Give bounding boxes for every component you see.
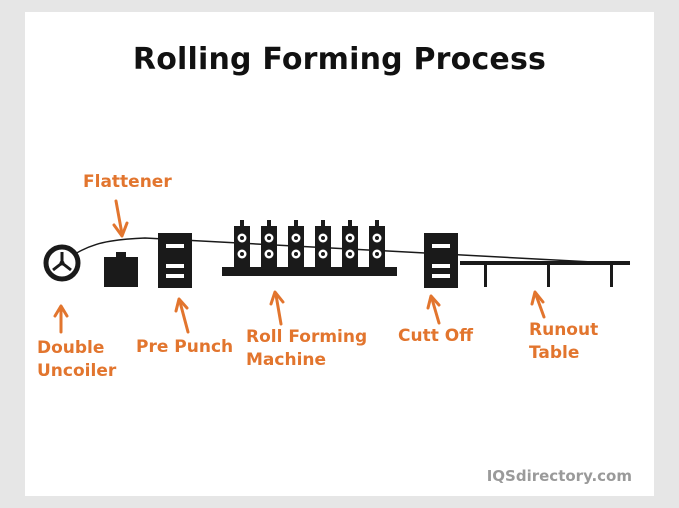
- label-runout-table-line1: Runout: [529, 320, 599, 340]
- label-pre-punch: Pre Punch: [136, 337, 234, 357]
- cutt-off-machine: [424, 233, 458, 288]
- roll-stands: [234, 220, 385, 268]
- label-flattener: Flattener: [83, 172, 172, 192]
- roll-stand-3: [288, 220, 304, 268]
- runout-table: [460, 261, 630, 287]
- roll-stand-2: [261, 220, 277, 268]
- label-runout-table-line2: Table: [529, 343, 580, 363]
- diagram-panel: Rolling Forming Process: [25, 12, 654, 496]
- flattener-machine: [104, 252, 138, 287]
- arrow-pointer-icon: [53, 199, 546, 334]
- label-double-uncoiler: Double Uncoiler: [37, 337, 116, 383]
- roll-stand-6: [369, 220, 385, 268]
- watermark: IQSdirectory.com: [486, 467, 632, 485]
- label-cutt-off: Cutt Off: [398, 326, 473, 346]
- label-roll-forming-line1: Roll Forming: [246, 327, 368, 347]
- label-double-uncoiler-line1: Double: [37, 338, 105, 358]
- label-runout-table: Runout Table: [529, 319, 598, 365]
- process-diagram: [43, 199, 631, 334]
- label-double-uncoiler-line2: Uncoiler: [37, 361, 117, 381]
- diagram-title: Rolling Forming Process: [132, 42, 547, 77]
- uncoiler-icon: [43, 244, 81, 282]
- roll-stand-5: [342, 220, 358, 268]
- roll-stand-4: [315, 220, 331, 268]
- label-roll-forming-line2: Machine: [246, 350, 327, 370]
- roll-forming-machine: [222, 220, 397, 276]
- pre-punch-machine: [158, 233, 192, 288]
- roll-stand-1: [234, 220, 250, 268]
- label-roll-forming-machine: Roll Forming Machine: [246, 326, 367, 372]
